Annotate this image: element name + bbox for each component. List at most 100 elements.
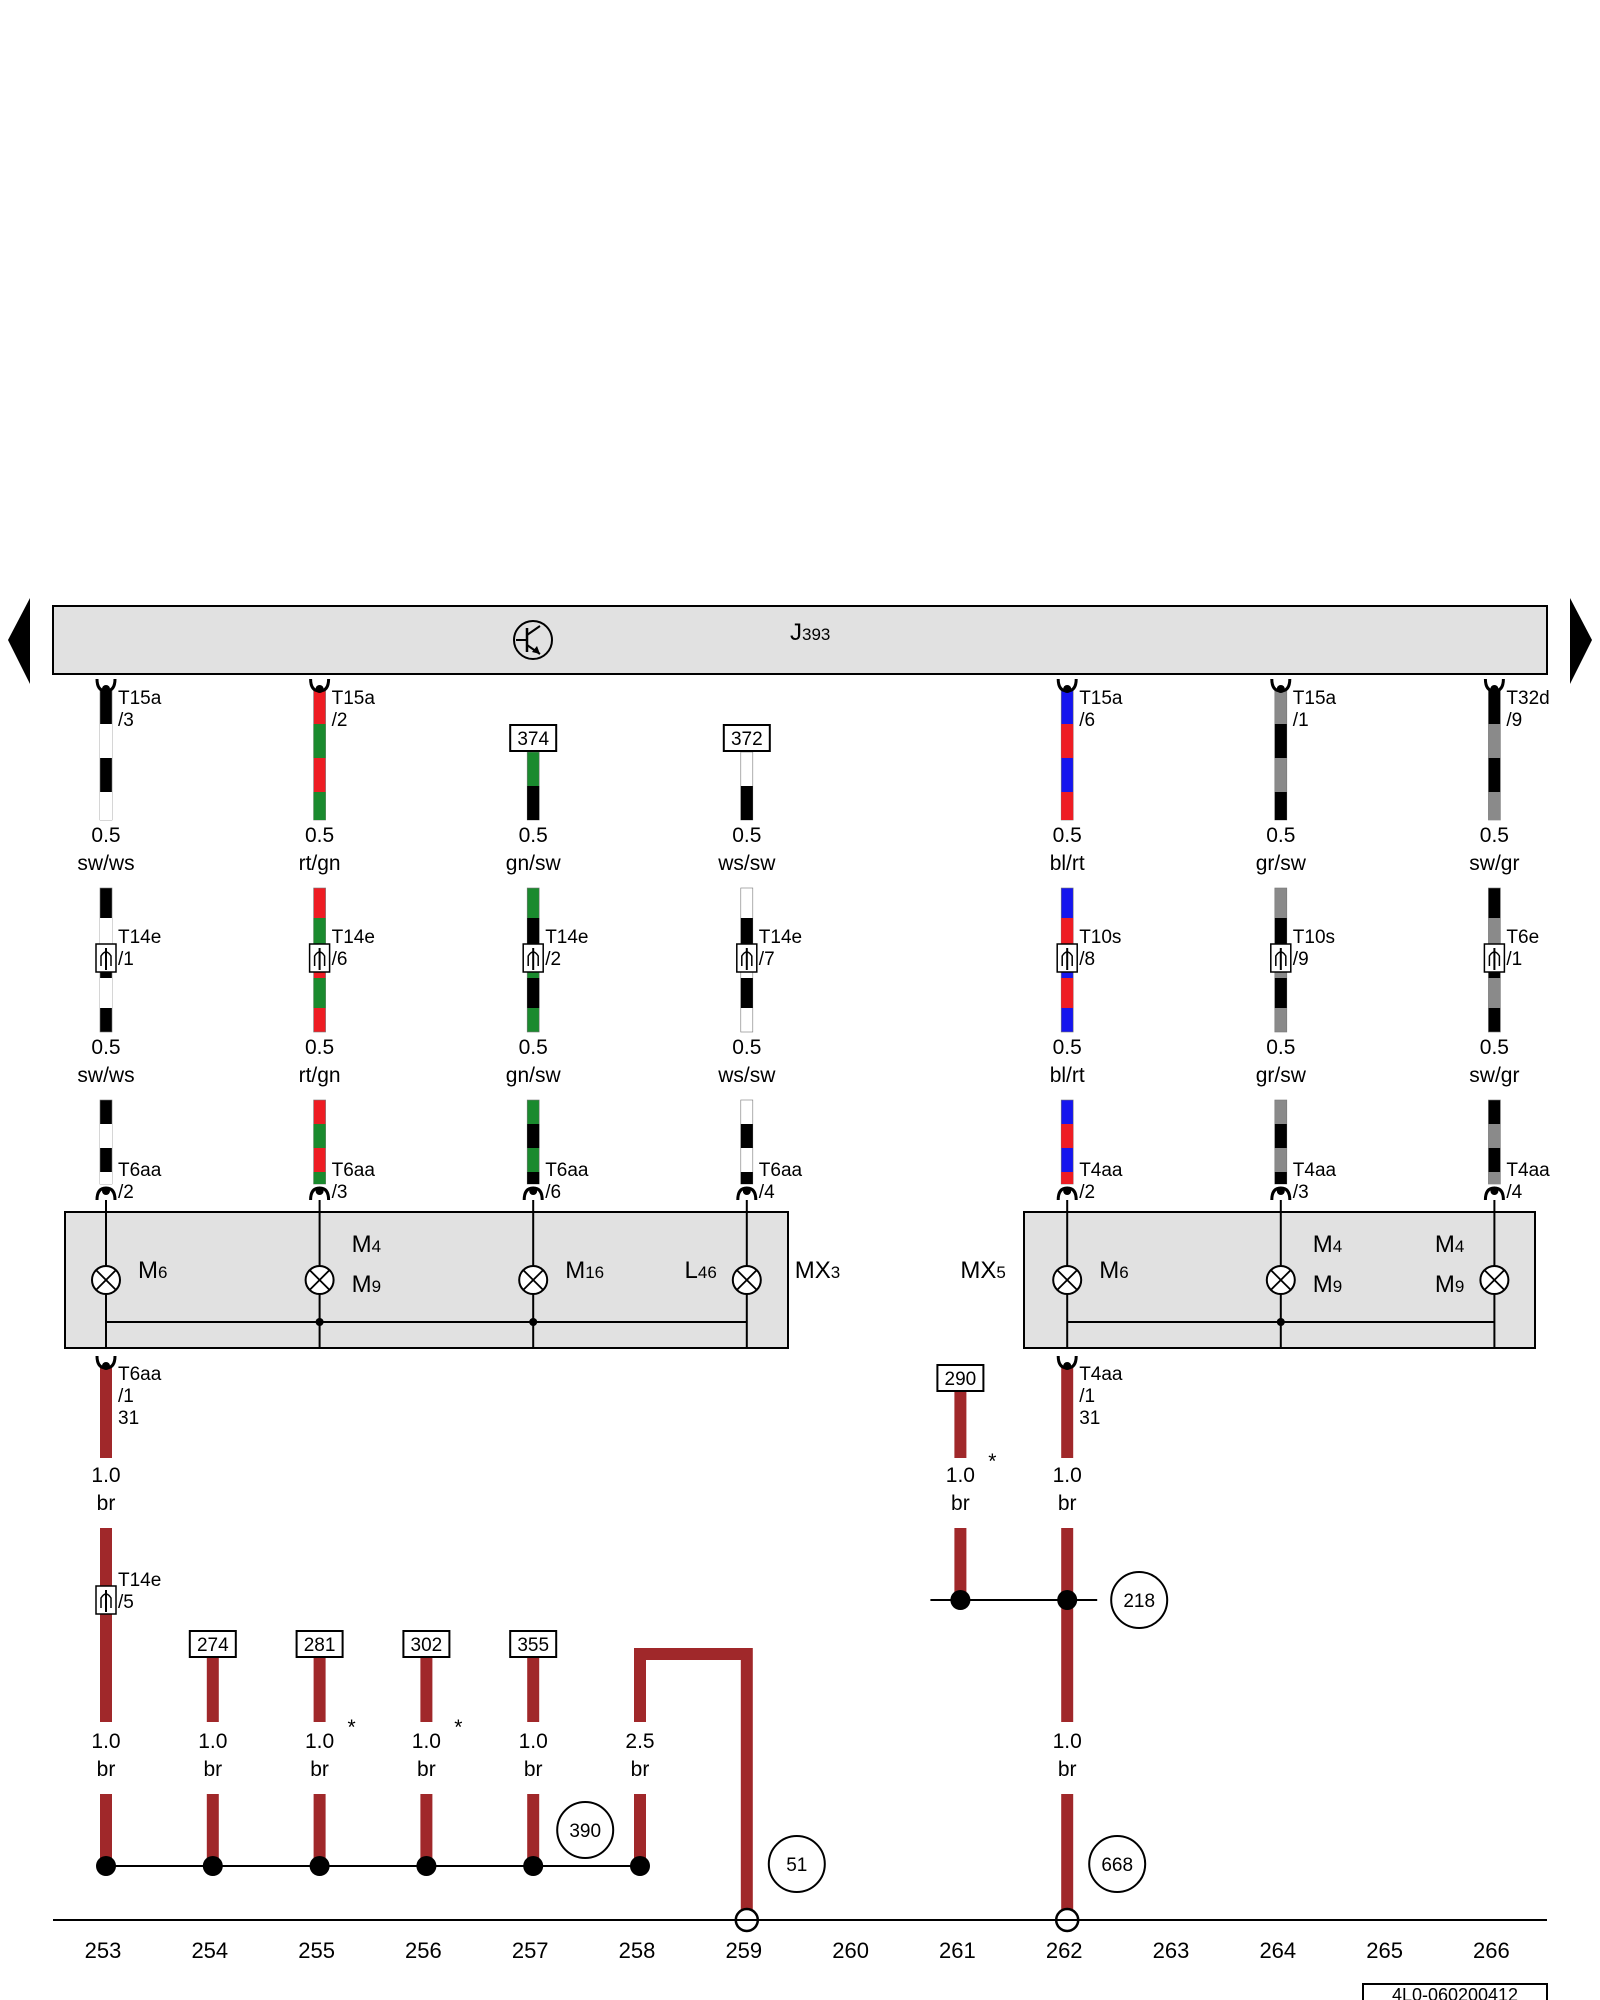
reference-circle <box>556 1801 615 1859</box>
document-id: 4L0-060200412 <box>1392 1985 1518 2000</box>
reference-box <box>509 724 558 752</box>
footnote-star: * <box>348 1716 356 1739</box>
wire-stripe <box>527 978 540 1008</box>
connector-pin: /1 <box>1293 710 1309 731</box>
wire-color: ws/sw <box>717 852 776 875</box>
wire-color: sw/gr <box>1469 1064 1519 1087</box>
wire-color: bl/rt <box>1050 852 1085 875</box>
wire-size: 1.0 <box>946 1464 975 1487</box>
wire-size: 1.0 <box>198 1730 227 1753</box>
connector-pin: /2 <box>332 710 348 731</box>
junction-dot <box>529 1318 538 1326</box>
connector-pin-icon <box>742 1187 751 1195</box>
column-number: 256 <box>405 1938 442 1963</box>
connector-pin-icon <box>1490 685 1499 693</box>
control-unit-label: J393 <box>790 619 830 646</box>
reference-number: 281 <box>304 1635 336 1656</box>
lamp-label: M6 <box>138 1257 167 1284</box>
wire-stripe <box>1061 978 1074 1008</box>
wire-stripe <box>1274 1124 1287 1148</box>
connector-name: T6aa <box>118 1160 162 1181</box>
wire-size: 1.0 <box>1053 1730 1082 1753</box>
wire-stripe <box>740 786 753 820</box>
lamp-label: M4 <box>1435 1231 1464 1258</box>
wire-color: br <box>631 1758 650 1781</box>
splice-dot <box>416 1856 437 1876</box>
wire-stripe <box>740 978 753 1008</box>
connector-pin: /1 <box>1079 1386 1095 1407</box>
connector-pin: /6 <box>545 1182 561 1203</box>
wire-stripe <box>1061 1172 1074 1184</box>
wire-stripe <box>1274 1172 1287 1184</box>
connector-pin-icon <box>315 1187 324 1195</box>
column-number: 258 <box>619 1938 656 1963</box>
reference-box <box>936 1364 985 1392</box>
footnote-star: * <box>454 1716 462 1739</box>
column-number: 255 <box>298 1938 335 1963</box>
lamp-cross <box>522 1269 544 1291</box>
connector-pin: /4 <box>1506 1182 1522 1203</box>
wire-stripe <box>313 918 326 948</box>
wire-segment <box>1060 689 1074 821</box>
wire-stripe <box>1061 1124 1074 1148</box>
column-number: 265 <box>1366 1938 1403 1963</box>
wire-stripe <box>313 1172 326 1184</box>
column-number: 263 <box>1153 1938 1190 1963</box>
lamp-label: M4 <box>352 1231 381 1258</box>
wire-segment <box>1274 1099 1288 1185</box>
wire-size: 0.5 <box>91 824 120 847</box>
wire-stripe <box>100 724 112 758</box>
connector-pin: /9 <box>1293 949 1309 970</box>
wire-stripe <box>527 786 540 820</box>
connector-pin: /1 <box>118 949 134 970</box>
wire-size: 1.0 <box>519 1730 548 1753</box>
splice-dot <box>96 1856 116 1876</box>
connector-pin: /2 <box>1079 1182 1095 1203</box>
reference-box <box>188 1630 237 1658</box>
connector-name: T6aa <box>118 1364 162 1385</box>
wire-size: 0.5 <box>91 1036 120 1059</box>
wire-color: sw/ws <box>77 852 134 875</box>
lamp-label: M9 <box>1313 1271 1342 1298</box>
connector-pin-icon <box>1276 685 1285 693</box>
wire-stripe <box>100 1172 112 1184</box>
wire-size: 1.0 <box>412 1730 441 1753</box>
wire-color: rt/gn <box>299 1064 341 1087</box>
previous-page-arrow-icon[interactable] <box>8 598 30 684</box>
connector-pin-icon <box>1490 1187 1499 1195</box>
reference-number: 274 <box>197 1635 229 1656</box>
wire-stripe <box>313 724 326 758</box>
module-box <box>64 1211 789 1349</box>
splice-dot <box>1057 1590 1078 1610</box>
next-page-arrow-icon[interactable] <box>1570 598 1592 684</box>
connector-pin: /6 <box>332 949 348 970</box>
wire-stripe <box>1061 918 1074 948</box>
wire-segment <box>99 1099 113 1185</box>
wire-stripe <box>100 918 112 948</box>
wire-size: 0.5 <box>305 824 334 847</box>
wire-stripe <box>527 1124 540 1148</box>
connector-pin: /8 <box>1079 949 1095 970</box>
lamp-label: M16 <box>565 1257 604 1284</box>
wire-stripe <box>1488 1124 1501 1148</box>
module-name: MX5 <box>960 1257 1005 1284</box>
wire-stripe <box>313 1124 326 1148</box>
connector-name: T14e <box>118 1570 161 1591</box>
wire-stripe <box>740 918 753 948</box>
wire-color: rt/gn <box>299 852 341 875</box>
wire-segment <box>1274 689 1288 821</box>
column-number: 253 <box>85 1938 122 1963</box>
connector-name: T4aa <box>1506 1160 1550 1181</box>
wire-size: 0.5 <box>1480 1036 1509 1059</box>
terminal-label: 31 <box>118 1408 139 1429</box>
wire-size: 0.5 <box>732 824 761 847</box>
connector-name: T15a <box>1079 688 1123 709</box>
wire-color: br <box>524 1758 543 1781</box>
wire-color: br <box>310 1758 329 1781</box>
splice-dot <box>202 1856 223 1876</box>
wire-color: br <box>951 1492 970 1515</box>
connector-name: T14e <box>545 927 588 948</box>
wire-segment <box>99 689 113 821</box>
wire-segment <box>526 1099 540 1185</box>
wire-size: 0.5 <box>305 1036 334 1059</box>
